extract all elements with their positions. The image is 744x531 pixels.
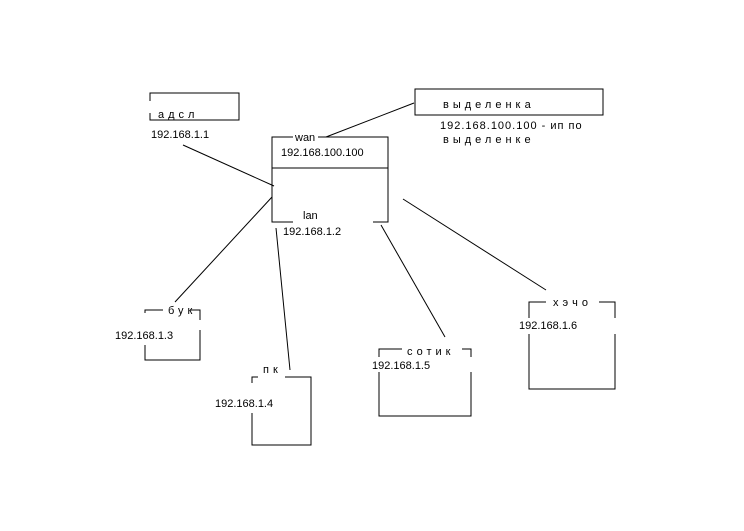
link-sotik (380, 224, 446, 338)
router-lan-ip: 192.168.1.2 (283, 226, 342, 238)
router-box (271, 136, 389, 223)
dedicated-note-line1: 192.168.100.100 - ип по (440, 120, 583, 132)
link-hecho (402, 198, 547, 291)
pk-ip: 192.168.1.4 (215, 398, 274, 410)
pk-label: пк (263, 364, 282, 376)
router-lan-label: lan (303, 210, 318, 222)
dedicated-box (414, 88, 604, 116)
link-buk (174, 196, 273, 303)
router-wan-ip: 192.168.100.100 (281, 147, 364, 159)
adsl-box (149, 92, 240, 121)
link-pk (275, 227, 291, 371)
sotik-label: сотик (407, 346, 455, 358)
sotik-ip: 192.168.1.5 (372, 360, 431, 372)
hecho-box (528, 301, 616, 390)
buk-ip: 192.168.1.3 (115, 330, 174, 342)
hecho-label: хэчо (553, 297, 592, 309)
sotik-box (378, 348, 472, 417)
pk-box (251, 376, 312, 446)
adsl-label: адсл (158, 109, 199, 121)
dedicated-label: выделенка (443, 99, 535, 111)
buk-label: бук (168, 305, 197, 317)
link-adsl (182, 144, 275, 187)
dedicated-note-line2: выделенке (443, 134, 535, 146)
buk-box (144, 309, 201, 361)
adsl-ip: 192.168.1.1 (151, 129, 210, 141)
router-wan-label: wan (295, 132, 316, 144)
link-dedicated (325, 102, 415, 138)
hecho-ip: 192.168.1.6 (519, 320, 578, 332)
